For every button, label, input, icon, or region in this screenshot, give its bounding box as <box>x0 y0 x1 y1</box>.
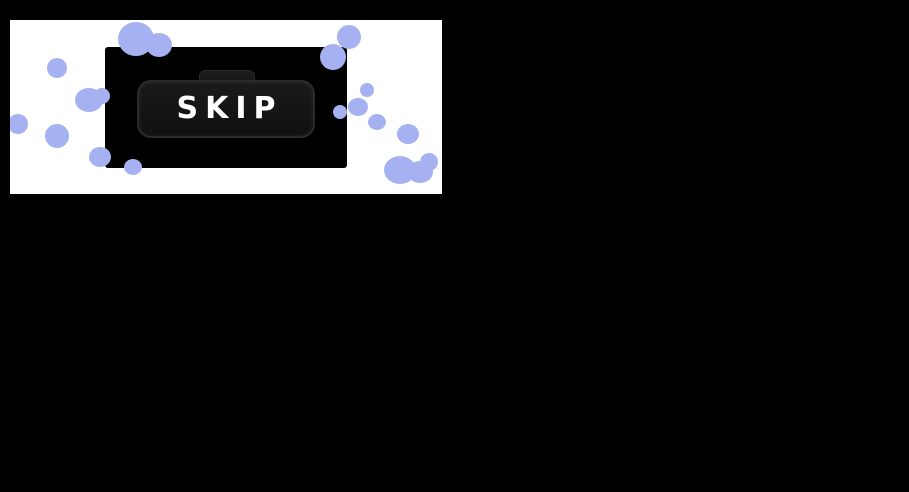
game-panel: SKIP <box>10 20 442 194</box>
paint-blob <box>360 83 374 97</box>
skip-button[interactable]: SKIP <box>137 80 315 138</box>
paint-blob <box>75 88 103 112</box>
paint-blob <box>368 114 386 130</box>
paint-blob <box>47 58 67 78</box>
paint-blob <box>397 124 419 144</box>
game-stage: SKIP <box>105 47 347 168</box>
paint-blob <box>384 156 416 184</box>
paint-blob <box>10 114 28 134</box>
paint-blob <box>45 124 69 148</box>
paint-blob <box>407 161 433 183</box>
paint-blob <box>348 98 368 116</box>
paint-blob <box>420 153 438 171</box>
paint-blob <box>337 25 361 49</box>
